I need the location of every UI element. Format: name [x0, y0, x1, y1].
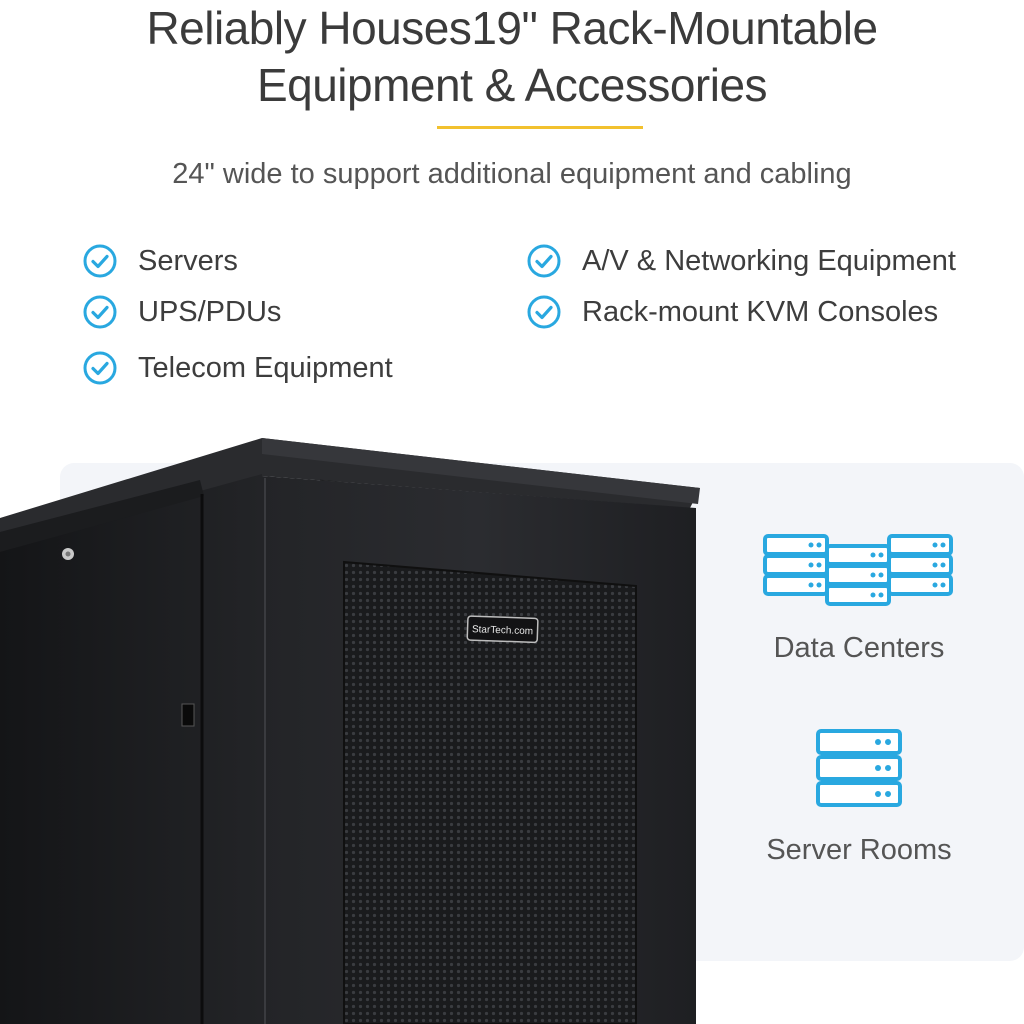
server-cabinet-image: StarTech.com	[0, 436, 700, 1024]
server-stack-icon	[729, 728, 989, 816]
subheading: 24" wide to support additional equipment…	[172, 158, 852, 190]
feature-label: Telecom Equipment	[138, 351, 393, 384]
use-case-server-rooms: Server Rooms	[729, 728, 989, 867]
use-case-label: Data Centers	[773, 632, 945, 664]
check-circle-icon	[82, 294, 118, 330]
use-case-label: Server Rooms	[766, 834, 952, 866]
feature-item-av-networking: A/V & Networking Equipment	[526, 241, 956, 281]
feature-label: Servers	[138, 244, 238, 277]
check-circle-icon	[526, 294, 562, 330]
feature-item-ups-pdus: UPS/PDUs	[82, 292, 281, 332]
headline-line-2: Equipment & Accessories	[256, 59, 768, 111]
accent-divider	[437, 126, 643, 129]
check-circle-icon	[82, 243, 118, 279]
feature-item-telecom: Telecom Equipment	[82, 348, 393, 388]
use-case-data-centers: Data Centers	[729, 532, 989, 665]
check-circle-icon	[82, 350, 118, 386]
server-stacks-icon	[729, 532, 989, 614]
page-headline: Reliably Houses19" Rack-Mountable Equipm…	[0, 0, 1024, 114]
brand-plate-text: StarTech.com	[472, 624, 533, 637]
check-circle-icon	[526, 243, 562, 279]
feature-item-kvm-consoles: Rack-mount KVM Consoles	[526, 292, 938, 332]
feature-label: UPS/PDUs	[138, 295, 282, 328]
feature-item-servers: Servers	[82, 241, 238, 281]
feature-label: A/V & Networking Equipment	[582, 244, 956, 277]
headline-line-1: Reliably Houses19" Rack-Mountable	[146, 2, 878, 54]
feature-label: Rack-mount KVM Consoles	[582, 295, 939, 328]
